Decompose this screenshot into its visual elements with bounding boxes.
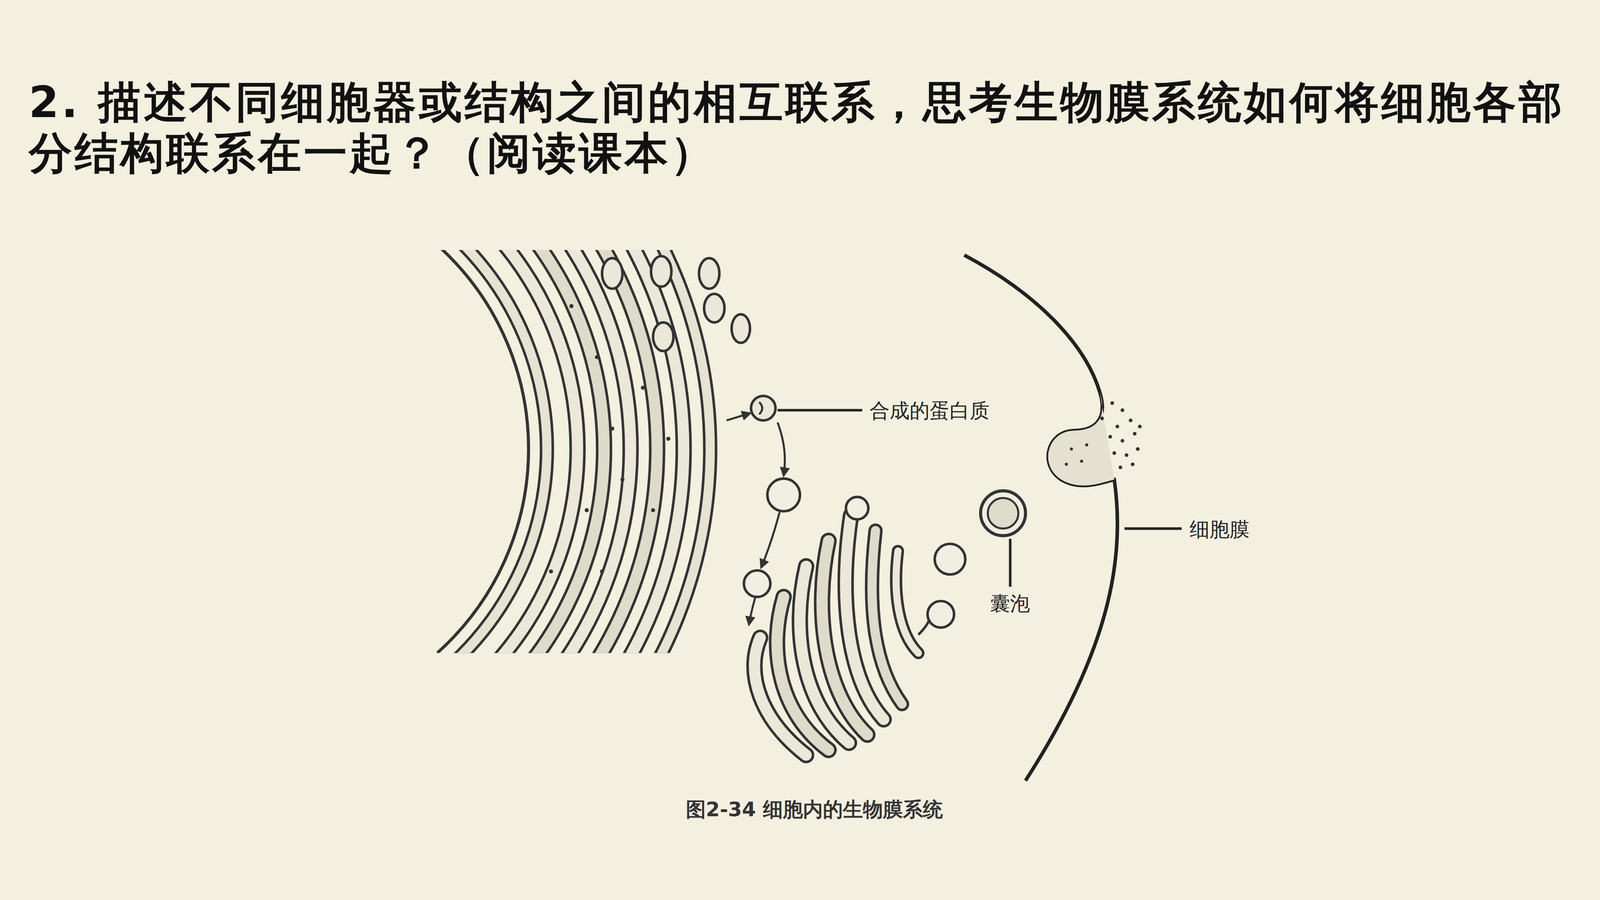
vesicle-transport xyxy=(777,422,785,476)
er-tubes xyxy=(436,250,710,653)
er-tubes xyxy=(436,250,631,653)
secreted-dots xyxy=(1108,435,1113,439)
leader-line xyxy=(1008,538,1012,587)
golgi-vesicles xyxy=(934,543,965,575)
ribosome-dots xyxy=(640,385,645,390)
ribosome-dots xyxy=(595,355,600,360)
membrane-label-box: 细胞膜 xyxy=(1189,517,1250,541)
vesicle-transport xyxy=(726,413,750,421)
figure-caption-box: 图2-34 细胞内的生物膜系统 xyxy=(685,797,943,821)
cell-membrane xyxy=(1048,392,1115,486)
secreted-dots xyxy=(1110,401,1115,405)
golgi-vesicles xyxy=(845,497,869,520)
protein-label: 合成的蛋白质 xyxy=(869,398,990,423)
protein-label-box: 合成的蛋白质 xyxy=(869,398,990,423)
nucleus-and-er xyxy=(436,250,547,653)
figure-caption: 图2-34 细胞内的生物膜系统 xyxy=(685,797,943,821)
question-text: 2. 描述不同细胞器或结构之间的相互联系，思考生物膜系统如何将细胞各部分结构联系… xyxy=(28,76,1565,179)
vesicle-label-box: 囊泡 xyxy=(990,591,1030,615)
vesicle-label: 囊泡 xyxy=(990,591,1030,615)
leader-lines xyxy=(777,408,863,412)
golgi-vesicles xyxy=(845,497,966,635)
vesicle-transport xyxy=(767,478,800,512)
ribosome-dots xyxy=(584,508,589,513)
er-tubes xyxy=(436,250,658,653)
ribosome-dots xyxy=(620,477,625,482)
ribosome-dots xyxy=(549,304,671,574)
er-tube-ends xyxy=(652,322,674,352)
membrane-label: 细胞膜 xyxy=(1189,517,1250,541)
secreted-dots xyxy=(1100,416,1104,421)
secreted-dots xyxy=(1132,431,1137,436)
leader-lines xyxy=(1124,527,1182,530)
er-tubes xyxy=(436,250,605,653)
nucleus-and-er xyxy=(436,250,710,653)
cell-membrane xyxy=(964,255,1118,781)
secreted-dots xyxy=(1070,447,1073,451)
er-tubes xyxy=(436,250,684,653)
er-tube-ends xyxy=(704,293,725,323)
vesicle-transport xyxy=(750,395,776,421)
er-tubes xyxy=(436,250,658,653)
secreted-dots xyxy=(1137,424,1142,429)
er-tubes xyxy=(436,250,684,653)
secreted-dots xyxy=(1115,424,1120,429)
vesicle-transport xyxy=(759,402,763,415)
vesicle-transport xyxy=(726,395,800,625)
er-tube-ends xyxy=(699,258,720,289)
secreted-dots xyxy=(1120,439,1125,443)
vesicle-transport xyxy=(761,512,780,568)
secreted-dots xyxy=(1135,447,1140,451)
cell-membrane xyxy=(964,255,1142,781)
ribosome-dots xyxy=(666,436,671,441)
secreted-dots xyxy=(1118,465,1123,470)
er-tubes xyxy=(436,250,578,653)
er-tubes xyxy=(436,250,631,653)
secreted-dots xyxy=(1130,462,1135,467)
er-tubes xyxy=(436,250,605,653)
er-tube-ends xyxy=(602,256,750,352)
er-tubes xyxy=(436,250,710,653)
secreted-dots xyxy=(1120,408,1125,413)
secreted-dots xyxy=(1085,443,1088,447)
golgi-apparatus xyxy=(896,550,919,653)
er-tube-ends xyxy=(650,256,672,287)
secreted-dots xyxy=(1065,462,1068,466)
question-title: 2. 描述不同细胞器或结构之间的相互联系，思考生物膜系统如何将细胞各部分结构联系… xyxy=(28,76,1579,179)
secreted-dots xyxy=(1065,401,1142,470)
leader-lines xyxy=(777,410,1182,529)
er-tube-ends xyxy=(731,314,750,343)
vesicle-transport xyxy=(743,570,771,598)
ribosome-dots xyxy=(600,569,605,574)
vesicle-transport xyxy=(749,597,756,625)
golgi-apparatus xyxy=(754,515,919,756)
ribosome-dots xyxy=(569,304,574,309)
secretory-vesicle xyxy=(980,490,1026,587)
golgi-apparatus xyxy=(896,550,919,653)
er-tubes xyxy=(436,250,578,653)
secretory-vesicle xyxy=(980,490,1026,536)
secreted-dots xyxy=(1124,453,1129,458)
secreted-dots xyxy=(1080,459,1083,463)
ribosome-dots xyxy=(650,508,655,513)
secreted-dots xyxy=(1128,418,1133,423)
golgi-vesicles xyxy=(927,600,955,628)
er-tubes xyxy=(436,250,710,653)
er-tube-ends xyxy=(602,258,623,289)
ribosome-dots xyxy=(610,426,615,431)
secretory-vesicle xyxy=(987,497,1019,529)
nucleus-and-er xyxy=(436,250,547,653)
secreted-dots xyxy=(1112,451,1117,455)
ribosome-dots xyxy=(549,569,554,574)
